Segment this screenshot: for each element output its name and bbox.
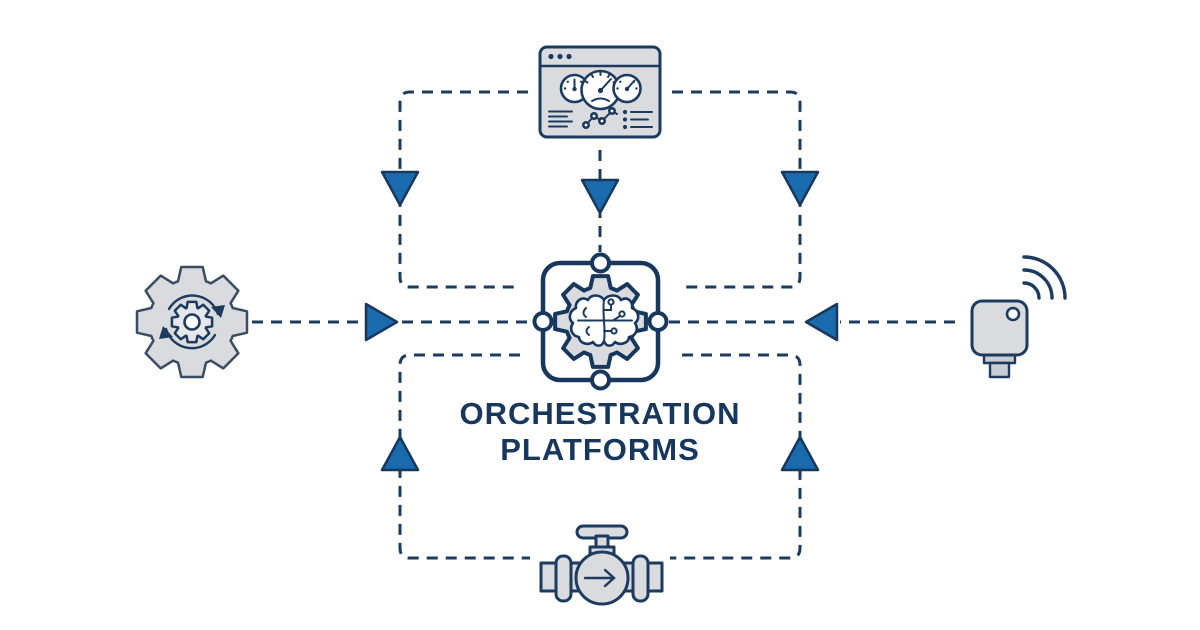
core-node-bottom xyxy=(590,369,611,391)
arrow-right-icon xyxy=(364,302,399,342)
sensor-body xyxy=(970,299,1029,357)
sync-arrows-icon xyxy=(159,294,225,350)
flange-right xyxy=(631,554,650,603)
center-label-line2: PLATFORMS xyxy=(500,432,700,467)
gear-brain-icon xyxy=(532,252,669,391)
arrow-up-left-icon xyxy=(380,435,420,472)
flow-direction-arrow-icon xyxy=(583,568,616,588)
arrow-down-left-icon xyxy=(380,170,420,207)
flow-arrows xyxy=(364,170,839,472)
pipeline-valve-icon xyxy=(539,524,664,606)
arrow-up-right-icon xyxy=(780,435,820,472)
arrow-left-icon xyxy=(804,302,839,342)
line-chart-icon xyxy=(581,107,618,130)
arrow-down-right-icon xyxy=(780,170,820,207)
arrow-down-center-icon xyxy=(580,178,620,215)
gauge-right-icon xyxy=(612,73,642,104)
flange-left xyxy=(554,554,573,603)
gauge-center-icon xyxy=(580,69,621,111)
sensor-mount-lower xyxy=(988,361,1011,379)
wifi-waves-icon xyxy=(1022,255,1067,300)
connector-dashboard-right xyxy=(672,90,802,289)
sensor-led xyxy=(1005,306,1021,322)
inner-gear-hub xyxy=(183,313,201,331)
bullet-list-icon xyxy=(622,109,653,130)
core-node-right xyxy=(647,311,669,332)
dashboard-gauges-icon xyxy=(538,45,662,139)
text-lines-icon xyxy=(548,110,573,128)
gear-sync-icon xyxy=(135,265,249,379)
center-label: ORCHESTRATION PLATFORMS xyxy=(0,396,1200,468)
center-label-line1: ORCHESTRATION xyxy=(459,396,741,431)
brain-icon xyxy=(568,294,640,347)
wireless-sensor-icon xyxy=(970,255,1067,379)
connector-dashboard-left xyxy=(398,90,528,289)
core-node-left xyxy=(532,311,554,332)
browser-dots-icon xyxy=(548,53,572,60)
core-node-top xyxy=(590,252,611,274)
